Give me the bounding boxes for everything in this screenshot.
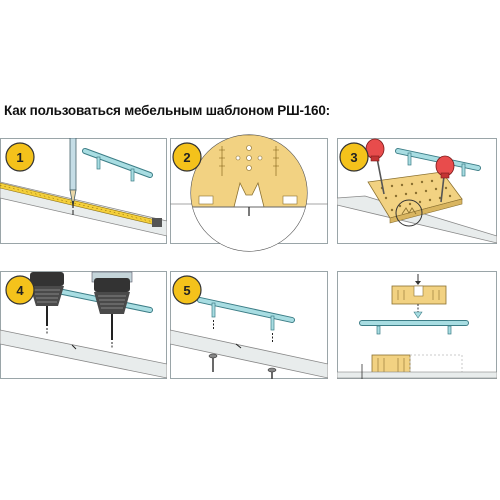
awl-tool [435, 155, 455, 203]
step-badge [172, 275, 202, 305]
notch-highlight [395, 199, 423, 227]
detail-panel [337, 271, 497, 379]
step-badge [172, 142, 202, 172]
board [170, 329, 328, 379]
screw [267, 367, 277, 379]
tape-hook [152, 218, 162, 227]
step-4-panel: 4 [0, 271, 167, 379]
step-number: 3 [350, 150, 357, 165]
page-title: Как пользоваться мебельным шаблоном РШ-1… [4, 103, 330, 118]
step-badge [5, 142, 35, 172]
step-number: 1 [16, 150, 23, 165]
awl-tool [365, 138, 385, 195]
board [337, 195, 497, 244]
step-2-panel: 2 [170, 134, 328, 252]
step-number: 5 [183, 283, 190, 298]
step-badge [339, 142, 369, 172]
step-3-panel: 3 [337, 138, 497, 244]
board [337, 371, 497, 379]
handle [82, 148, 153, 182]
drill [30, 272, 64, 334]
step-1-panel: 1 [0, 138, 167, 244]
handle [197, 297, 295, 331]
board [0, 329, 167, 379]
pencil [69, 138, 77, 208]
screw [208, 353, 218, 372]
step-5-panel: 5 [170, 271, 328, 379]
step-badge [5, 275, 35, 305]
step-number: 2 [183, 150, 190, 165]
step-number: 4 [16, 283, 24, 298]
arrow-down-icon [415, 274, 421, 285]
handle [359, 320, 469, 335]
drill [91, 271, 133, 348]
